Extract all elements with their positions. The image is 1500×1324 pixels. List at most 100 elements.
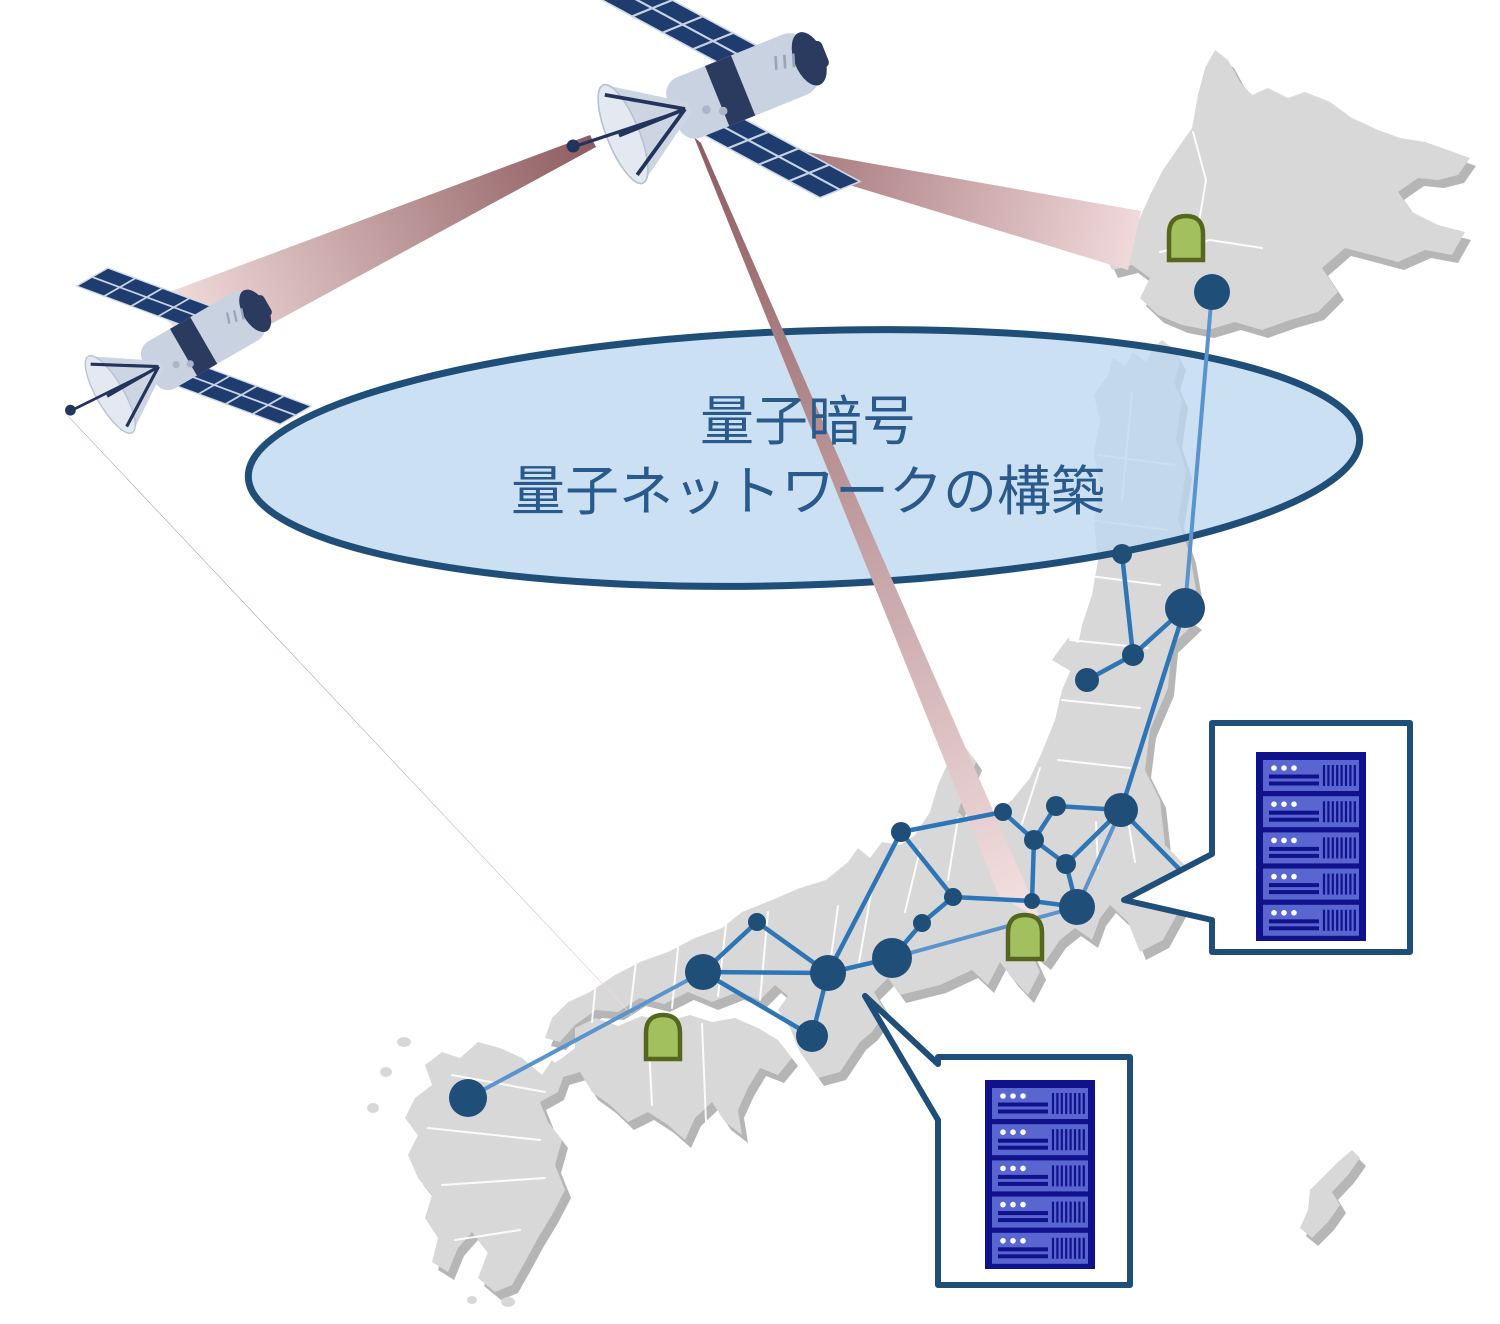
server-led (1281, 873, 1287, 880)
beam-top-sat-to-tokyo-station (694, 137, 1041, 920)
network-node-wakayama (796, 1020, 828, 1052)
server-slot-bar (998, 1109, 1048, 1114)
station-hokkaido-icon (1169, 216, 1203, 260)
network-node-tohoku-n (1112, 544, 1132, 564)
server-led (1291, 837, 1297, 844)
network-node-nagoya (872, 938, 912, 978)
rack-server-unit (1263, 796, 1359, 828)
network-node-hokkaido (1194, 274, 1230, 310)
rack-server-unit (992, 1088, 1088, 1119)
beam-left-sat-to-shikoku-station (64, 412, 656, 1040)
island-kyushu (405, 1042, 565, 1292)
network-link-hokkaido-sendai (1183, 290, 1214, 610)
island-small-2 (380, 1067, 392, 1077)
network-node-nagano (994, 803, 1012, 821)
server-led (1020, 1129, 1026, 1135)
network-nodes (449, 274, 1230, 1117)
satellite-beams (64, 135, 1141, 1040)
rack-server-unit (1263, 832, 1359, 864)
server-led (1281, 765, 1287, 771)
network-link-kanto-n2-kanto-w (1029, 837, 1037, 904)
network-node-tottori (748, 913, 766, 931)
server-led (1010, 1093, 1016, 1099)
server-led (1000, 1238, 1006, 1244)
server-led (1000, 1165, 1006, 1172)
network-link-osaka-kanazawa (825, 829, 904, 976)
server-led (1010, 1238, 1016, 1244)
server-slot-bar (1269, 846, 1319, 851)
server-led (1020, 1165, 1026, 1172)
server-led (1291, 765, 1297, 771)
network-link-sendai-tsukuba (1118, 605, 1188, 813)
rack-server-unit (1263, 760, 1359, 791)
server-slot-bar (998, 1145, 1048, 1150)
server-slot-bar (998, 1211, 1048, 1216)
server-slot-bar (998, 1181, 1048, 1186)
server-slot-bar (1269, 781, 1319, 786)
server-led (1000, 1093, 1006, 1099)
server-rack-west (985, 1080, 1095, 1269)
station-tokyo-icon (1008, 915, 1042, 959)
station-shikoku-icon (646, 1015, 680, 1059)
network-link-chubu-1-kanto-w (950, 894, 1035, 904)
server-slot-bar (1269, 919, 1319, 924)
rack-server-unit (1263, 904, 1359, 936)
bubble-label-line2: 量子ネットワークの構築 (511, 462, 1105, 522)
network-node-hiroshima (685, 954, 721, 990)
server-slot-bar (998, 1218, 1048, 1223)
island-small-3 (367, 1103, 379, 1113)
network-link-nagano-kanazawa (898, 809, 1006, 835)
rack-server-unit (992, 1196, 1088, 1228)
server-led (1020, 1201, 1026, 1208)
server-led (1291, 873, 1297, 880)
network-node-chubu-1 (944, 888, 962, 906)
network-node-kanto-n2 (1024, 830, 1044, 850)
server-led (1271, 765, 1277, 771)
server-slot-bar (998, 1254, 1048, 1259)
network-node-kanto-w (1024, 893, 1040, 909)
server-led (1000, 1201, 1006, 1208)
quantum-network-bubble (244, 326, 1364, 590)
island-shikoku (545, 1015, 792, 1140)
server-led (1010, 1201, 1016, 1208)
network-link-hiroshima-osaka (700, 969, 831, 976)
network-node-kanto-n1 (1046, 796, 1066, 816)
network-node-chubu-2 (913, 914, 931, 932)
island-okinawa (1300, 1150, 1360, 1238)
server-led (1010, 1129, 1016, 1135)
network-link-hiroshima-wakayama (700, 969, 815, 1039)
island-small-5 (467, 1296, 477, 1304)
server-led (1271, 910, 1277, 916)
server-led (1020, 1093, 1026, 1099)
server-led (1281, 837, 1287, 844)
server-led (1271, 837, 1277, 844)
network-link-tohoku-c-tohoku-n (1119, 551, 1136, 658)
network-node-sendai (1165, 588, 1205, 628)
server-led (1291, 910, 1297, 916)
server-slot-bar (1269, 774, 1319, 779)
server-led (1020, 1238, 1026, 1244)
server-slot-bar (1269, 890, 1319, 895)
network-node-osaka (810, 955, 846, 991)
network-node-kanto-c (1056, 854, 1076, 874)
callout-server-west (862, 993, 1133, 1288)
network-node-kanazawa (891, 822, 911, 842)
bubble-labels: 量子暗号 量子ネットワークの構築 (511, 392, 1105, 522)
server-rack-east (1256, 752, 1366, 941)
server-slot-bar (998, 1247, 1048, 1252)
network-node-tohoku-c (1122, 644, 1144, 666)
server-slot-bar (1269, 810, 1319, 815)
rack-server-unit (992, 1232, 1088, 1264)
network-node-tokyo (1059, 889, 1095, 925)
server-led (1281, 910, 1287, 916)
server-slot-bar (1269, 883, 1319, 888)
server-led (1000, 1129, 1006, 1135)
network-node-fukuoka (449, 1079, 487, 1117)
rack-server-unit (992, 1124, 1088, 1156)
island-small-4 (501, 1297, 515, 1307)
server-led (1281, 801, 1287, 807)
bubble-label-line1: 量子暗号 (700, 392, 916, 452)
network-link-nagoya-tokyo (890, 905, 1079, 960)
